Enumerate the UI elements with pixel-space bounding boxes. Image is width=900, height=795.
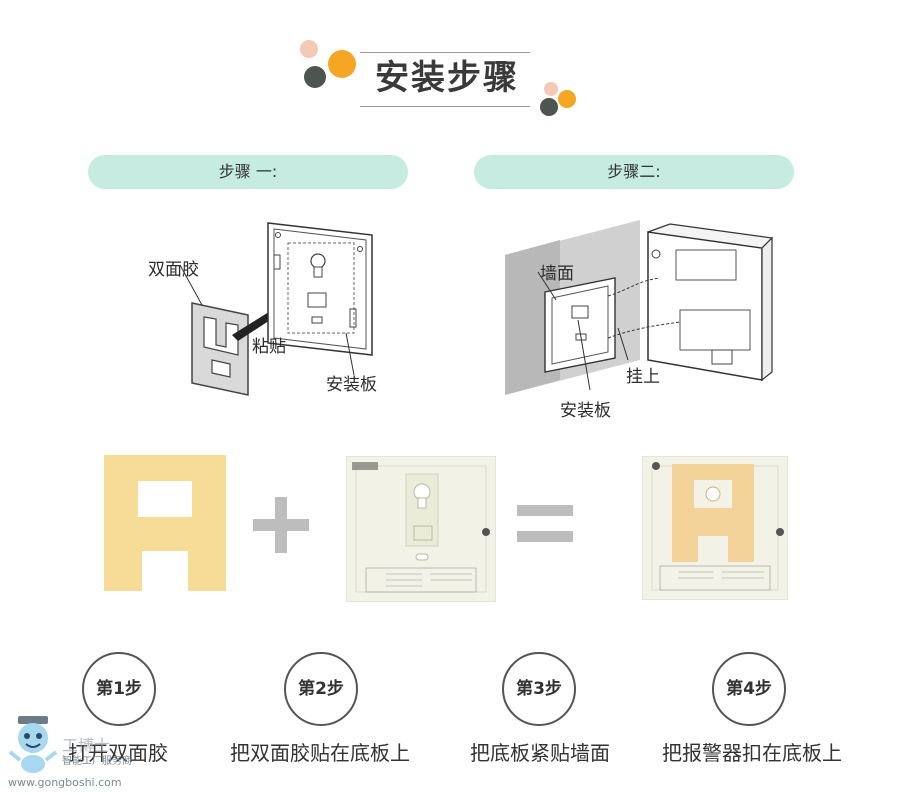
step-3-badge: 第3步: [502, 652, 576, 726]
step-2-caption: 把双面胶贴在底板上: [230, 741, 410, 765]
stick-label: 粘贴: [252, 337, 286, 357]
wall-label: 墙面: [540, 264, 574, 284]
watermark-brand: 工博士: [62, 736, 111, 755]
double-sided-tape-illustration: [191, 302, 249, 396]
plus-sign: [253, 497, 309, 553]
diagram-step-one: [179, 222, 373, 396]
wall-plate-illustration: [544, 277, 616, 373]
watermark-slogan: 智能工厂服务商: [62, 756, 132, 767]
mounting-plate-photo: [346, 456, 496, 602]
dark-dot-right: [540, 98, 558, 116]
step-1-badge: 第1步: [82, 652, 156, 726]
orange-dot-right: [558, 90, 576, 108]
step-4-caption: 把报警器扣在底板上: [662, 741, 842, 765]
watermark-url: www.gongboshi.com: [8, 776, 122, 789]
step-2-badge: 第2步: [284, 652, 358, 726]
step-3-caption: 把底板紧贴墙面: [470, 741, 610, 765]
peach-dot-right: [544, 82, 558, 96]
foam-tape-shape: [104, 455, 226, 591]
plate-label-two: 安装板: [560, 401, 611, 421]
combined-plate-photo: [642, 456, 788, 600]
plate-label-one: 安装板: [326, 375, 377, 395]
hang-label: 挂上: [626, 367, 660, 387]
orange-dot: [328, 50, 356, 78]
title-top-line: [360, 52, 530, 53]
title-bottom-line: [360, 106, 530, 107]
step-one-header: 步骤 一:: [88, 155, 408, 189]
page-title: 安装步骤: [375, 58, 519, 98]
alarm-body-illustration: [647, 223, 774, 382]
dark-dot: [304, 66, 326, 88]
diagram-step-two: [505, 220, 774, 395]
step-1-caption: 打开双面胶: [68, 741, 168, 765]
step-two-header: 步骤二:: [474, 155, 794, 189]
step-4-badge: 第4步: [712, 652, 786, 726]
equals-sign: [517, 505, 573, 545]
peach-dot: [300, 40, 318, 58]
mascot-robot-icon: [8, 716, 58, 773]
tape-label: 双面胶: [148, 260, 199, 280]
mounting-plate-illustration: [267, 222, 373, 356]
